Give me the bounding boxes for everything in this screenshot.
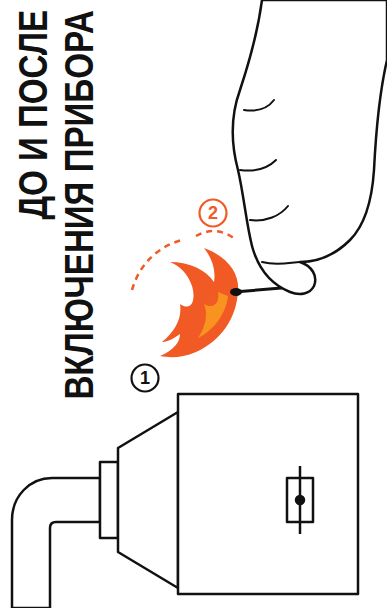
dashed-flame-outline <box>132 231 236 290</box>
finger-crease <box>240 160 276 171</box>
callout-circle-outline <box>132 365 159 392</box>
finger-crease <box>250 206 288 220</box>
hand <box>233 0 387 294</box>
flame-core <box>198 292 228 338</box>
callout-number: 1 <box>130 363 160 393</box>
callout-text: 2 <box>208 204 218 222</box>
flue-collar <box>100 462 118 538</box>
control-dot <box>296 496 304 504</box>
appliance-body <box>178 394 358 594</box>
callout-circle-outline <box>200 200 227 227</box>
thumb-line <box>262 262 300 264</box>
match-head <box>230 288 242 296</box>
finger-crease <box>244 100 274 111</box>
callout-text: 1 <box>140 369 150 387</box>
flame <box>160 248 238 357</box>
draft-hood <box>118 412 178 588</box>
callout-number: 2 <box>198 198 228 228</box>
flue-pipe <box>12 478 100 608</box>
title: ДО И ПОСЛЕ ВКЛЮЧЕНИЯ ПРИБОРА <box>9 10 101 400</box>
